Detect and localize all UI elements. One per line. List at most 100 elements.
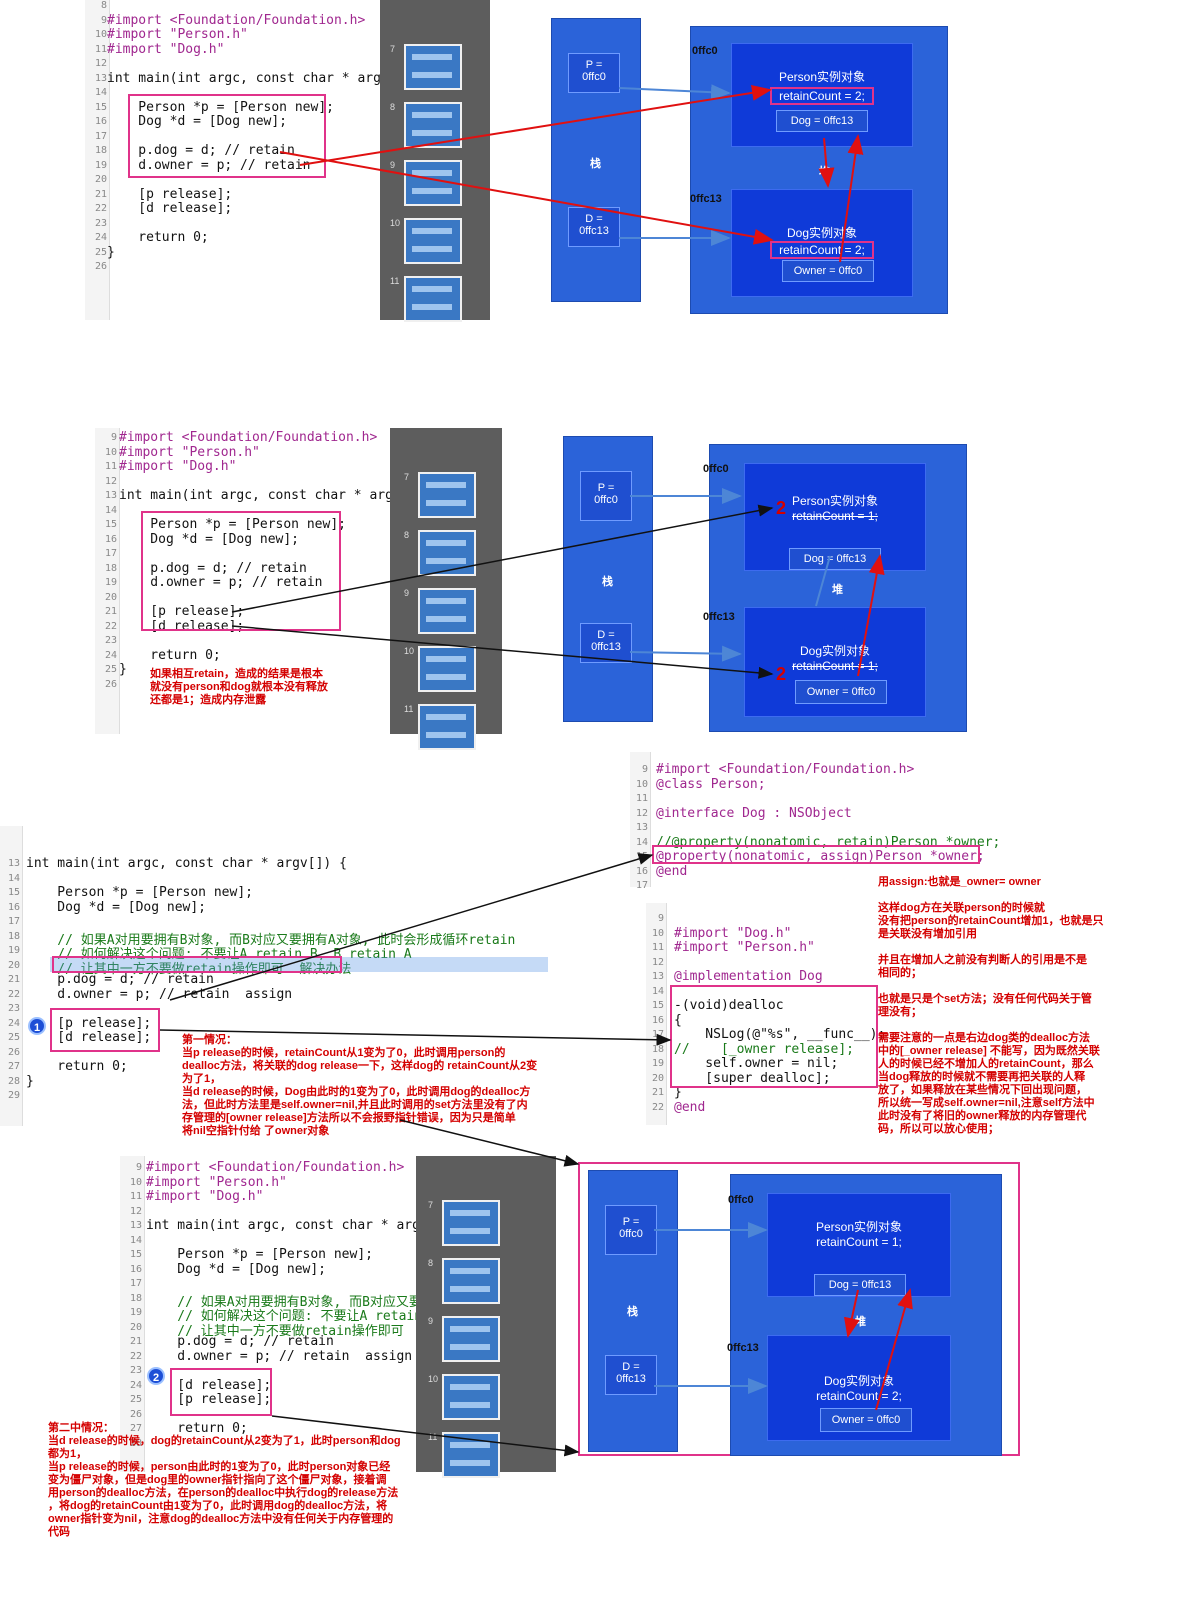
line-number: 23 xyxy=(104,635,117,646)
address-0ffc13: 0ffc13 xyxy=(727,1342,759,1354)
line-number: 16 xyxy=(94,116,107,127)
code-line: Dog *d = [Dog new]; xyxy=(146,1261,327,1277)
line-number: 11 xyxy=(635,793,648,804)
line-number: 14 xyxy=(635,836,648,848)
arrow-d-release xyxy=(231,625,774,679)
line-gutter xyxy=(0,826,23,1126)
case-2-badge: 2 xyxy=(147,1367,165,1385)
person-retaincount: retainCount = 1; xyxy=(792,509,878,523)
code-line: -(void)dealloc xyxy=(674,998,784,1013)
thumbnail-number: 9 xyxy=(404,588,410,598)
code-line: #import <Foundation/Foundation.h> xyxy=(656,762,915,777)
line-number: 29 xyxy=(7,1090,20,1101)
slide-thumbnail[interactable] xyxy=(442,1374,500,1420)
code-line: } xyxy=(107,244,115,260)
line-number: 10 xyxy=(94,29,107,40)
code-line: #import "Person.h" xyxy=(119,444,260,460)
line-number: 10 xyxy=(635,778,648,790)
case-2-note: 第二中情况： 当d release的时候，dog的retainCount从2变为… xyxy=(48,1422,401,1538)
code-line: d.owner = p; // retain assign xyxy=(26,986,293,1002)
line-number: 17 xyxy=(129,1278,142,1289)
slide-thumbnail[interactable] xyxy=(418,704,476,750)
code-line: // 如果A对用要拥有B对象, 而B对应又要拥有A对象, 此时会形成循环reta… xyxy=(26,932,516,948)
line-number: 14 xyxy=(7,872,20,884)
line-number: 15 xyxy=(651,1000,664,1011)
line-number: 21 xyxy=(94,188,107,200)
slide-thumbnail[interactable] xyxy=(418,588,476,634)
code-line: } xyxy=(119,662,127,677)
slide-thumbnail[interactable] xyxy=(404,44,462,90)
line-number: 17 xyxy=(104,548,117,559)
arrow-dog-field-to-dog xyxy=(815,555,831,607)
slide-thumbnail[interactable] xyxy=(404,218,462,264)
line-number: 9 xyxy=(110,432,117,443)
panel1-heap: Person实例对象 retainCount = 2; Dog = 0ffc13… xyxy=(690,26,948,314)
d-pointer-box: D = 0ffc13 xyxy=(580,623,632,663)
slide-thumbnail[interactable] xyxy=(442,1258,500,1304)
code-line: Person *p = [Person new]; xyxy=(26,885,253,900)
arrow-d-to-dog xyxy=(629,645,742,662)
line-number: 23 xyxy=(129,1365,142,1376)
code-line: Dog *d = [Dog new]; xyxy=(107,114,288,129)
code-line: [p release]; xyxy=(119,604,245,619)
line-number: 20 xyxy=(104,591,117,603)
code-line: // 如何解决这个问题: 不要让A retain xyxy=(146,1309,423,1324)
code-line: Person *p = [Person new]; xyxy=(146,1247,373,1262)
person-retaincount: retainCount = 1; xyxy=(816,1235,902,1249)
line-number: 16 xyxy=(129,1263,142,1275)
code-line: p.dog = d; // retain xyxy=(107,143,295,158)
stack-label: 栈 xyxy=(590,158,601,170)
code-line: [p release]; xyxy=(107,186,233,202)
line-number: 20 xyxy=(94,174,107,185)
slide-thumbnail[interactable] xyxy=(418,530,476,576)
code-line: @implementation Dog xyxy=(674,969,823,984)
slide-thumbnail[interactable] xyxy=(442,1200,500,1246)
line-number: 22 xyxy=(7,988,20,1000)
line-number: 22 xyxy=(129,1350,142,1362)
code-line: #import "Dog.h" xyxy=(107,41,225,57)
code-line: @end xyxy=(674,1099,706,1115)
line-number: 28 xyxy=(129,1437,142,1449)
line-number: 26 xyxy=(129,1408,142,1420)
line-number: 21 xyxy=(7,974,20,985)
code-line: [d release]; xyxy=(146,1377,272,1393)
code-line: return 0; xyxy=(146,1421,248,1436)
slide-thumbnail[interactable] xyxy=(418,472,476,518)
line-number: 15 xyxy=(104,519,117,530)
line-number: 10 xyxy=(129,1176,142,1188)
stack-label: 栈 xyxy=(602,576,613,588)
line-number: 25 xyxy=(129,1394,142,1405)
person-title: Person实例对象 xyxy=(778,70,866,84)
code-line: // 如果A对用要拥有B对象, 而B对应又要拥 xyxy=(146,1294,435,1310)
line-number: 23 xyxy=(94,217,107,229)
slide-thumbnail[interactable] xyxy=(404,276,462,322)
slide-thumbnail[interactable] xyxy=(418,646,476,692)
p-pointer-box: P = 0ffc0 xyxy=(605,1205,657,1255)
line-number: 27 xyxy=(7,1061,20,1072)
arrow-release-to-diagram xyxy=(271,1415,580,1457)
code-line: // 让其中一方不要做retain操作即可 xyxy=(146,1323,404,1339)
panel6-stack: P = 0ffc0 栈 D = 0ffc13 xyxy=(588,1170,678,1452)
code-line: [d release]; xyxy=(107,201,233,216)
code-line: } xyxy=(674,1085,682,1100)
line-number: 21 xyxy=(129,1336,142,1347)
line-number: 19 xyxy=(651,1058,664,1069)
arrow-owner-retain xyxy=(299,84,772,166)
line-number: 15 xyxy=(94,101,107,113)
line-number: 13 xyxy=(635,822,648,833)
line-number: 11 xyxy=(94,43,107,55)
owner-field: Owner = 0ffc0 xyxy=(820,1408,912,1432)
line-number: 14 xyxy=(651,985,664,997)
line-number: 20 xyxy=(651,1072,664,1084)
line-number: 19 xyxy=(104,577,117,588)
dog-retaincount: retainCount = 1; xyxy=(792,659,878,673)
address-0ffc13: 0ffc13 xyxy=(690,193,722,205)
line-number: 12 xyxy=(635,807,648,819)
slide-thumbnail[interactable] xyxy=(442,1316,500,1362)
thumbnail-number: 8 xyxy=(390,102,396,112)
arrow-dog-retain xyxy=(279,151,774,245)
line-number: 27 xyxy=(129,1423,142,1434)
code-line: NSLog(@"%s", __func__); xyxy=(674,1027,886,1042)
